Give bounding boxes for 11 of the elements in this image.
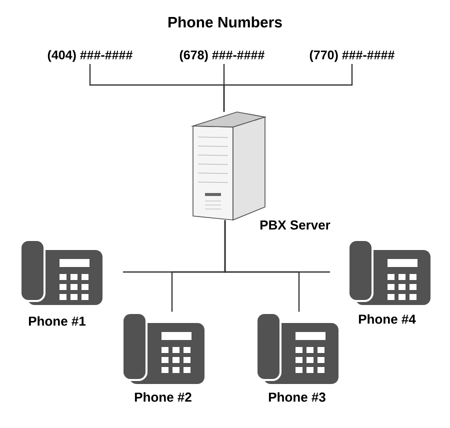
connector-line xyxy=(224,220,330,273)
node-label: Phone #2 xyxy=(134,392,192,402)
number-label: (404) ###-#### xyxy=(48,50,132,62)
connector-line xyxy=(223,64,353,112)
title: Phone Numbers xyxy=(168,16,282,28)
number-label: (770) ###-#### xyxy=(310,50,394,62)
node-label: Phone #1 xyxy=(28,316,86,326)
node-label: PBX Server xyxy=(260,220,330,230)
number-label: (678) ###-#### xyxy=(180,50,264,62)
node-label: Phone #4 xyxy=(358,314,416,324)
node-label: Phone #3 xyxy=(268,392,326,402)
